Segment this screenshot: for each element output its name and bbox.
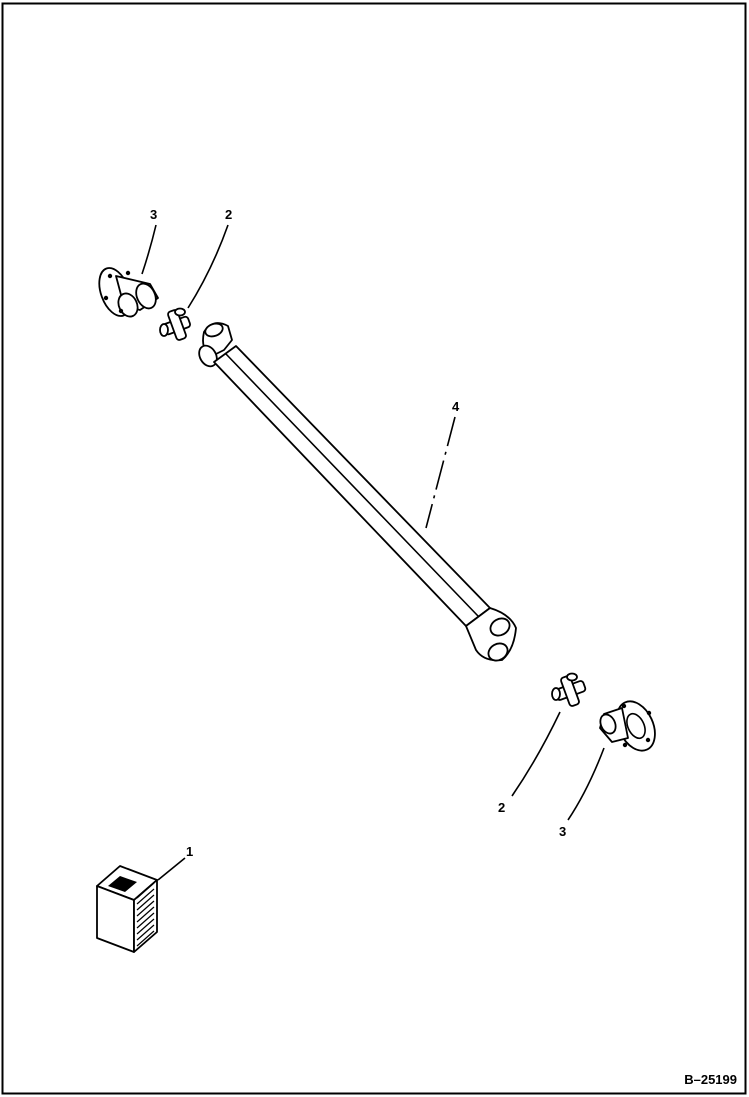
leader-1 <box>157 857 186 881</box>
drive-shaft <box>198 322 517 662</box>
callout-2-bottom: 2 <box>498 800 505 815</box>
flange-yoke-bottom <box>599 700 656 752</box>
decal-box <box>96 865 158 953</box>
leader-3-top <box>141 224 157 275</box>
callout-4: 4 <box>452 399 460 414</box>
callout-3-bottom: 3 <box>559 824 566 839</box>
figure-id: B–25199 <box>684 1072 737 1087</box>
callout-2-top: 2 <box>225 207 232 222</box>
leader-4 <box>425 416 456 529</box>
flange-yoke-top <box>98 267 159 318</box>
leader-2-bottom <box>511 711 561 797</box>
callout-1: 1 <box>186 844 193 859</box>
callout-3-top: 3 <box>150 207 157 222</box>
cross-bearing-top <box>159 307 191 341</box>
cross-bearing-bottom <box>551 672 587 707</box>
leader-2-top <box>187 224 229 309</box>
leader-3-bottom <box>567 747 605 821</box>
